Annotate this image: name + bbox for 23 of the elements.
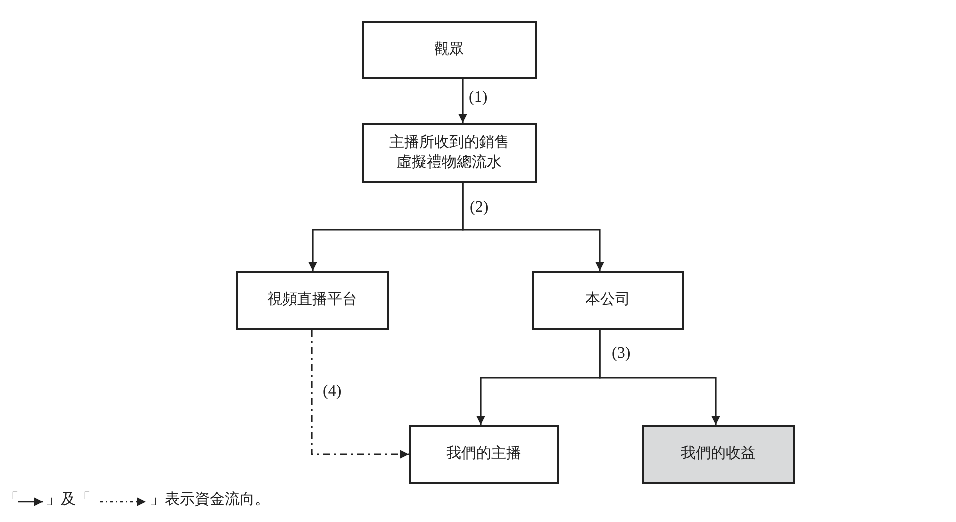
- box-label: 觀眾: [434, 40, 464, 60]
- edge-label: (3): [610, 345, 633, 363]
- box-label: 主播所收到的銷售虛擬禮物總流水: [388, 133, 510, 173]
- box-label: 我們的主播: [446, 444, 522, 464]
- edge-label: (1): [467, 89, 490, 107]
- box-label: 本公司: [586, 290, 630, 310]
- arrow: [599, 330, 720, 425]
- box-label: 我們的收益: [681, 444, 756, 464]
- box-label: 視頻直播平台: [268, 290, 358, 310]
- arrow: [462, 183, 604, 271]
- process-box: [409, 425, 559, 484]
- edge-label: (4): [321, 383, 344, 401]
- edge-label: (2): [468, 199, 491, 217]
- arrow: [458, 79, 468, 123]
- legend-note: 」及「: [46, 491, 91, 509]
- process-box: [236, 271, 389, 330]
- process-box: [532, 271, 684, 330]
- process-box: [642, 425, 795, 484]
- process-box: [362, 123, 537, 183]
- legend-note: 「: [4, 491, 19, 509]
- process-box: [362, 21, 537, 79]
- legend-note: 」表示資金流向。: [150, 491, 270, 509]
- arrow: [311, 330, 409, 459]
